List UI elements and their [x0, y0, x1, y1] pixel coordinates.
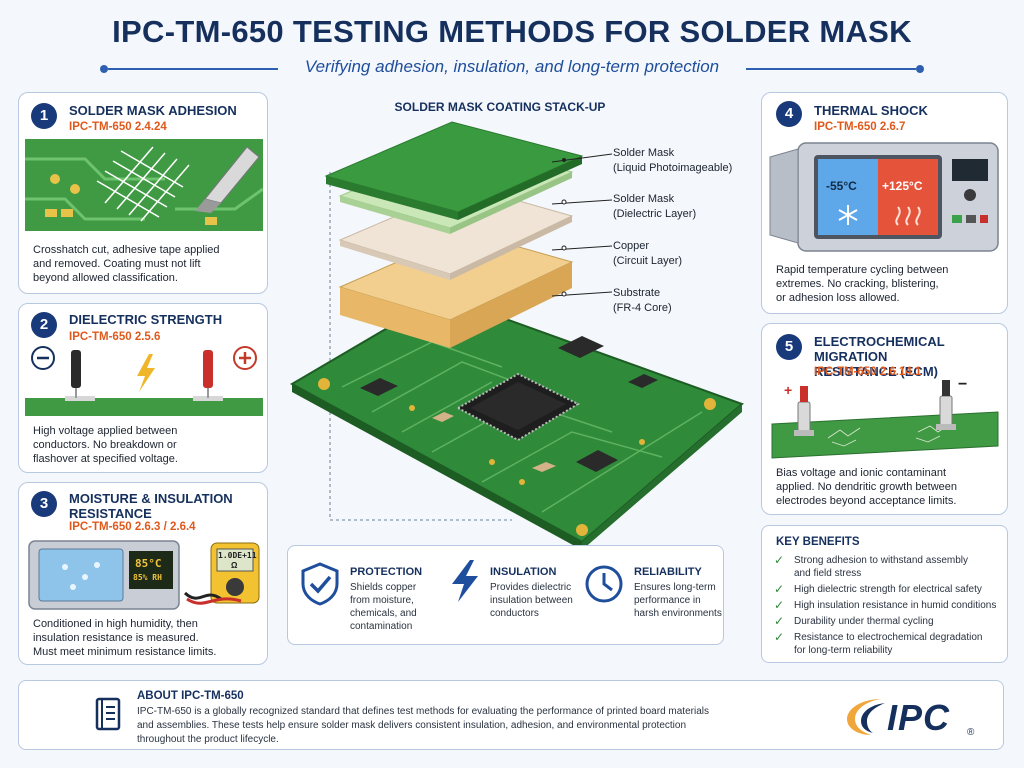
card-description: Conditioned in high humidity, then insul… — [33, 618, 217, 658]
list-item: ✓Durability under thermal cycling — [774, 614, 934, 628]
ipc-logo: IPC ® — [841, 691, 991, 741]
card-title: ELECTROCHEMICAL MIGRATION RESISTANCE (EC… — [814, 334, 945, 379]
thermal-chamber-icon — [769, 142, 999, 252]
layer-label-solder-mask-dielectric: Solder Mask (Dielectric Layer) — [613, 193, 697, 220]
card-number: 5 — [776, 334, 802, 360]
layer-label-solder-mask-lpi: Solder Mask (Liquid Photoimageable) — [613, 147, 733, 174]
card-description: Rapid temperature cycling between extrem… — [776, 264, 949, 304]
card-code: IPC-TM-650 2.6.14.1 — [814, 366, 922, 378]
check-icon: ✓ — [774, 630, 785, 644]
card-number: 3 — [31, 491, 57, 517]
subtitle-dot-left — [100, 65, 108, 73]
humidity-test-image: 85°C 85% RH 1.0DE+11 Ω — [25, 537, 263, 611]
benefits-bar: PROTECTION Shields copper from moisture,… — [287, 545, 724, 645]
card-number: 2 — [31, 312, 57, 338]
chamber-temp-readout: 85°C — [135, 557, 162, 570]
list-item: ✓Resistance to electrochemical degradati… — [774, 630, 983, 657]
page-title: IPC-TM-650 TESTING METHODS FOR SOLDER MA… — [112, 14, 912, 49]
thermal-chamber-image: -55°C +125°C — [768, 139, 1003, 253]
probes-icon — [25, 346, 263, 416]
hot-temp-label: +125°C — [882, 179, 923, 193]
subtitle-line-left — [108, 68, 278, 70]
dielectric-test-image — [25, 344, 263, 416]
clock-icon — [585, 565, 623, 603]
card-code: IPC-TM-650 2.4.24 — [69, 121, 167, 133]
about-text: IPC-TM-650 is a globally recognized stan… — [137, 706, 709, 745]
page-subtitle: Verifying adhesion, insulation, and long… — [304, 57, 720, 76]
meter-unit-readout: Ω — [231, 561, 238, 570]
list-item: ✓High insulation resistance in humid con… — [774, 598, 997, 612]
benefit-title-protection: PROTECTION — [350, 566, 423, 578]
about-title: ABOUT IPC-TM-650 — [137, 690, 244, 702]
card-description: High voltage applied between conductors.… — [33, 425, 178, 465]
card-title: DIELECTRIC STRENGTH — [69, 312, 223, 327]
card-thermal-shock: 4 THERMAL SHOCK IPC-TM-650 2.6.7 -55°C +… — [761, 92, 1008, 314]
key-benefits-title: KEY BENEFITS — [776, 536, 860, 548]
ipc-registered-mark: ® — [967, 727, 975, 738]
benefit-title-reliability: RELIABILITY — [634, 566, 702, 578]
benefit-text-insulation: Provides dielectric insulation between c… — [490, 582, 573, 619]
subtitle-row: Verifying adhesion, insulation, and long… — [100, 57, 924, 79]
card-code: IPC-TM-650 2.6.3 / 2.6.4 — [69, 521, 196, 533]
card-description: Crosshatch cut, adhesive tape applied an… — [33, 244, 220, 284]
card-code: IPC-TM-650 2.6.7 — [814, 121, 906, 133]
card-dielectric: 2 DIELECTRIC STRENGTH IPC-TM-650 2.5.6 H… — [18, 303, 268, 473]
crosshatch-test-image — [25, 139, 263, 231]
check-icon: ✓ — [774, 598, 785, 612]
benefit-text-reliability: Ensures long-term performance in harsh e… — [634, 582, 722, 619]
crosshatch-pcb-icon — [25, 139, 263, 231]
ipc-logo-text: IPC — [887, 697, 951, 738]
card-adhesion: 1 SOLDER MASK ADHESION IPC-TM-650 2.4.24… — [18, 92, 268, 294]
ecm-test-image: + − — [768, 380, 1003, 460]
card-title: SOLDER MASK ADHESION — [69, 103, 237, 118]
layer-label-copper: Copper (Circuit Layer) — [613, 240, 683, 267]
lightning-icon — [452, 560, 478, 602]
about-panel: ABOUT IPC-TM-650 IPC-TM-650 is a globall… — [18, 680, 1004, 750]
card-title: THERMAL SHOCK — [814, 103, 928, 118]
benefit-text-protection: Shields copper from moisture, chemicals,… — [350, 582, 417, 632]
negative-terminal-label: − — [958, 380, 968, 393]
card-number: 1 — [31, 103, 57, 129]
card-ecm: 5 ELECTROCHEMICAL MIGRATION RESISTANCE (… — [761, 323, 1008, 515]
cold-temp-label: -55°C — [826, 179, 857, 193]
ecm-electrodes-icon — [771, 380, 999, 459]
card-code: IPC-TM-650 2.5.6 — [69, 331, 161, 343]
humidity-chamber-icon — [28, 540, 260, 610]
card-moisture: 3 MOISTURE & INSULATION RESISTANCE IPC-T… — [18, 482, 268, 665]
stack-title: SOLDER MASK COATING STACK-UP — [394, 100, 606, 114]
stackup-diagram — [289, 121, 744, 550]
shield-check-icon — [301, 562, 339, 606]
ipc-swoosh-icon — [847, 699, 885, 735]
subtitle-line-right — [746, 68, 916, 70]
check-icon: ✓ — [774, 553, 785, 567]
book-icon — [95, 697, 121, 731]
card-description: Bias voltage and ionic contaminant appli… — [776, 467, 958, 507]
benefit-title-insulation: INSULATION — [490, 566, 557, 578]
chamber-rh-readout: 85% RH — [133, 573, 162, 582]
positive-terminal-label: + — [784, 382, 793, 398]
subtitle-dot-right — [916, 65, 924, 73]
check-icon: ✓ — [774, 614, 785, 628]
card-title: MOISTURE & INSULATION RESISTANCE — [69, 491, 233, 521]
key-benefits-panel: KEY BENEFITS ✓Strong adhesion to withsta… — [761, 525, 1008, 663]
list-item: ✓High dielectric strength for electrical… — [774, 582, 982, 596]
card-number: 4 — [776, 101, 802, 127]
check-icon: ✓ — [774, 582, 785, 596]
layer-label-substrate: Substrate (FR-4 Core) — [613, 287, 672, 314]
meter-value-readout: 1.0DE+11 — [218, 551, 257, 560]
